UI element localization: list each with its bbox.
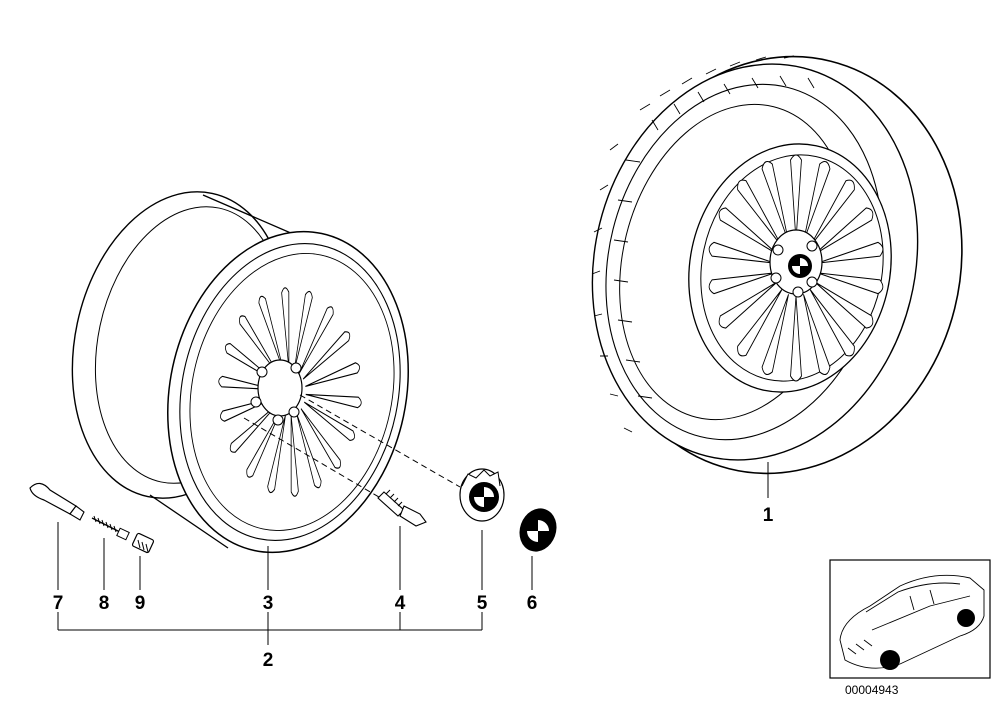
callout-9: 9 (135, 593, 146, 614)
vehicle-location-inset (829, 559, 991, 679)
callout-4: 4 (395, 593, 406, 614)
callout-6: 6 (527, 593, 538, 614)
tread-pattern (591, 55, 815, 433)
car-outline-icon (839, 574, 985, 669)
complete-wheel-with-tyre (591, 55, 963, 475)
bmw-emblem-icon (788, 254, 812, 278)
callout-7: 7 (53, 593, 64, 614)
wheel-bolt (377, 489, 427, 527)
light-alloy-rim (71, 191, 409, 554)
tyre-valve (29, 482, 85, 521)
wheel-location-front (880, 650, 900, 670)
callout-3: 3 (263, 593, 274, 614)
callout-1: 1 (763, 505, 774, 526)
valve-insert (91, 515, 130, 541)
valve-cap (131, 532, 155, 554)
hub-cap (459, 468, 505, 522)
callout-2: 2 (263, 650, 274, 671)
drawing-number: 00004943 (845, 683, 899, 697)
wheel-location-rear (957, 609, 975, 627)
callout-5: 5 (477, 593, 488, 614)
callout-8: 8 (99, 593, 110, 614)
emblem-icon (519, 508, 557, 552)
